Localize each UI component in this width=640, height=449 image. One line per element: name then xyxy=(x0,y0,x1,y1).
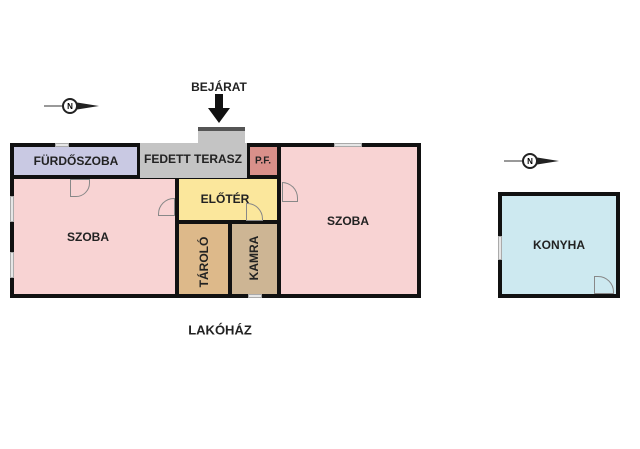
label-kitchen: KONYHA xyxy=(532,238,586,252)
entrance-arrow-icon xyxy=(208,94,230,123)
label-hall: ELŐTÉR xyxy=(200,192,250,206)
room-bathroom xyxy=(14,147,137,175)
label-pantry: KAMRA xyxy=(247,235,261,281)
door xyxy=(158,198,175,216)
label-terrace: FEDETT TERASZ xyxy=(144,152,242,166)
window xyxy=(55,143,69,147)
room-storage xyxy=(179,224,228,294)
label-room-left: SZOBA xyxy=(67,230,109,244)
window xyxy=(334,143,362,147)
compass-icon: N xyxy=(44,98,99,114)
entrance-label: BEJÁRAT xyxy=(191,80,247,94)
compass-icon: N xyxy=(504,153,559,169)
house-title: LAKÓHÁZ xyxy=(188,322,252,338)
room-pantry xyxy=(232,224,277,294)
window xyxy=(498,236,502,260)
label-storage: TÁROLÓ xyxy=(197,236,211,288)
window xyxy=(248,294,262,298)
room-pf xyxy=(250,147,277,175)
room-right-szoba xyxy=(281,147,417,294)
window xyxy=(10,252,14,278)
label-bathroom: FÜRDŐSZOBA xyxy=(33,154,119,168)
room-left-szoba xyxy=(14,179,175,294)
compass-n: N xyxy=(527,157,533,166)
window xyxy=(10,196,14,222)
entrance-step xyxy=(198,127,245,145)
label-pf: P.F. xyxy=(255,155,271,167)
room-covered-terrace xyxy=(140,143,247,178)
label-room-right: SZOBA xyxy=(327,214,369,228)
compass-n: N xyxy=(67,102,73,111)
